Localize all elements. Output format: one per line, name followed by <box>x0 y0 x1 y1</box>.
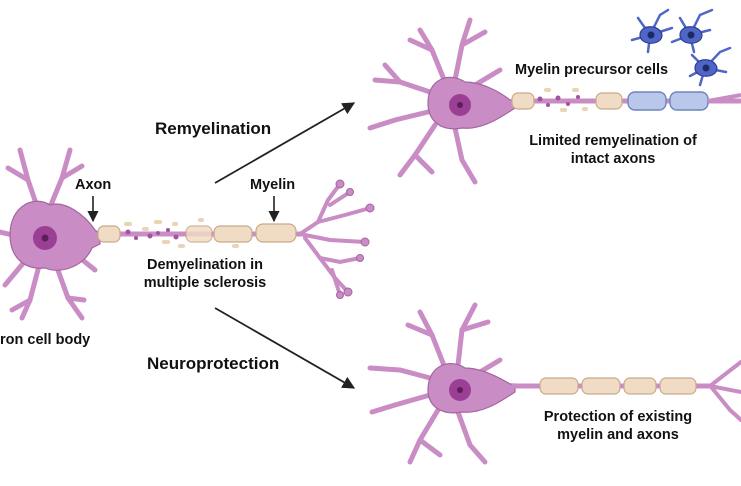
precursor-nuclei <box>647 31 710 72</box>
protection-line2: myelin and axons <box>557 427 679 444</box>
demyelination-line2: multiple sclerosis <box>143 275 267 292</box>
demyelination-line1: Demyelination in <box>146 257 264 273</box>
top-nucleolus <box>457 102 463 108</box>
protection-label: Protection of existing myelin and axons <box>518 408 718 444</box>
top-new-myelin <box>627 91 709 111</box>
cell-body-label: ron cell body <box>0 332 91 348</box>
left-myelin <box>97 223 297 243</box>
limited-remyelination-label: Limited remyelination of intact axons <box>508 132 718 168</box>
neuroprotection-label: Neuroprotection <box>147 354 280 373</box>
top-myelin <box>511 92 623 110</box>
left-axon-terminal <box>298 182 372 297</box>
limited-line2: intact axons <box>570 151 656 168</box>
protection-line1: Protection of existing <box>543 409 693 425</box>
neuroprotection-arrow <box>214 307 356 389</box>
top-neuron-soma <box>427 76 516 130</box>
axon-label: Axon <box>75 177 112 193</box>
left-debris <box>124 218 239 248</box>
bottom-myelin <box>539 377 697 395</box>
top-axon-tail <box>707 93 741 103</box>
myelin-label: Myelin <box>250 177 296 193</box>
left-nucleolus <box>41 234 49 242</box>
bottom-nucleolus <box>457 387 463 393</box>
top-debris <box>537 88 588 112</box>
demyelination-label: Demyelination in multiple sclerosis <box>130 256 280 292</box>
precursor-cells-label: Myelin precursor cells <box>515 62 669 78</box>
remyelination-arrow <box>214 102 356 184</box>
left-terminal-bulbs <box>335 179 375 299</box>
remyelination-label: Remyelination <box>155 119 272 138</box>
bottom-neuron-soma <box>427 363 516 414</box>
bottom-axon-terminal <box>708 360 741 422</box>
top-neuron-dendrites <box>367 17 503 185</box>
limited-line1: Limited remyelination of <box>529 133 697 149</box>
